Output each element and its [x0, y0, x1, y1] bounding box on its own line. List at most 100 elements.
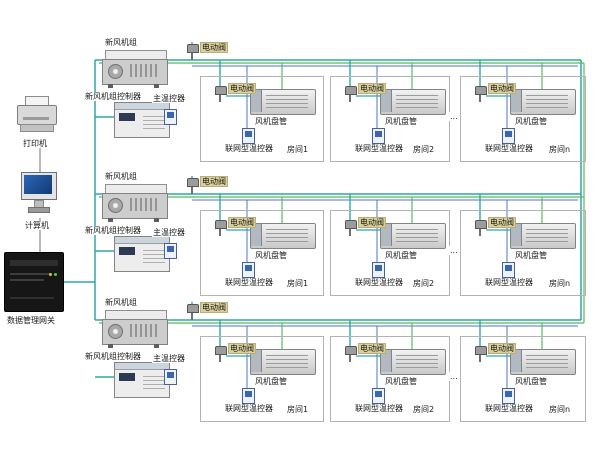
room-electric-valve-label: 电动阀	[228, 343, 256, 355]
monitor-screen	[24, 175, 52, 194]
cap-part	[381, 350, 392, 372]
room-electric-valve-icon	[474, 220, 487, 236]
disp-part	[119, 247, 135, 255]
band-part	[115, 237, 169, 244]
networked-thermostat-icon	[502, 388, 515, 404]
fan-coil-unit-icon	[510, 89, 576, 115]
room-electric-valve-label: 电动阀	[228, 217, 256, 229]
band-part	[115, 103, 169, 110]
room-box	[200, 210, 324, 296]
fan-part	[108, 324, 123, 339]
printer-icon	[17, 96, 57, 136]
room-name-label: 房间2	[412, 405, 436, 415]
room-name-label: 房间1	[286, 279, 310, 289]
room-name-label: 房间n	[548, 279, 572, 289]
fan-coil-unit-icon	[380, 349, 446, 375]
cap-part	[381, 90, 392, 112]
printer-label: 打印机	[22, 139, 48, 149]
slats-part	[526, 228, 568, 242]
room-electric-valve-icon	[344, 86, 357, 102]
head-part	[215, 346, 227, 355]
cap-part	[251, 350, 262, 372]
computer-label: 计算机	[24, 221, 50, 231]
room-box	[460, 210, 586, 296]
fan-coil-label: 风机盘管	[384, 117, 418, 127]
room-electric-valve-label: 电动阀	[358, 343, 386, 355]
master-thermostat-icon	[164, 243, 177, 259]
rooms-ellipsis: ...	[449, 112, 459, 122]
room-electric-valve-icon	[344, 220, 357, 236]
ahu-controller-label: 新风机组控制器	[84, 92, 142, 102]
slats-part	[396, 94, 438, 108]
rooms-ellipsis: ...	[449, 246, 459, 256]
cap-part	[511, 90, 522, 112]
fan-coil-label: 风机盘管	[514, 377, 548, 387]
fan-coil-label: 风机盘管	[254, 117, 288, 127]
head-part	[475, 220, 487, 229]
slats-part	[526, 354, 568, 368]
pipe-part	[349, 352, 351, 362]
gateway-led	[54, 273, 57, 276]
ahu-controller-label: 新风机组控制器	[84, 352, 142, 362]
leg2-part	[154, 84, 159, 88]
room-electric-valve-icon	[214, 220, 227, 236]
data-gateway-icon	[4, 252, 64, 312]
fan-coil-unit-icon	[380, 89, 446, 115]
vents-part	[130, 64, 160, 77]
fresh-air-unit-icon	[102, 50, 168, 92]
vents-part	[130, 324, 160, 337]
pipe-part	[479, 352, 481, 362]
room-electric-valve-label: 电动阀	[358, 217, 386, 229]
electric-valve-icon	[186, 304, 199, 320]
pipe-part	[349, 226, 351, 236]
fan-coil-label: 风机盘管	[384, 251, 418, 261]
fresh-air-unit-icon	[102, 184, 168, 226]
head-part	[187, 304, 199, 313]
cap-part	[251, 224, 262, 246]
room-name-label: 房间n	[548, 405, 572, 415]
networked-thermostat-icon	[372, 262, 385, 278]
room-electric-valve-icon	[214, 346, 227, 362]
pipe-part	[479, 226, 481, 236]
ahu-controller-icon	[114, 362, 170, 398]
room-box	[200, 336, 324, 422]
leg2-part	[154, 218, 159, 222]
vents-part	[130, 198, 160, 211]
room-box	[460, 336, 586, 422]
ahu-controller-label: 新风机组控制器	[84, 226, 142, 236]
cap-part	[511, 224, 522, 246]
rooms-ellipsis: ...	[449, 372, 459, 382]
head-part	[345, 86, 357, 95]
fan-part	[108, 198, 123, 213]
room-electric-valve-icon	[214, 86, 227, 102]
gateway-led	[49, 273, 52, 276]
networked-thermostat-label: 联网型温控器	[484, 144, 534, 154]
disp-part	[119, 373, 135, 381]
ahu-label: 新风机组	[104, 38, 138, 48]
room-electric-valve-label: 电动阀	[488, 83, 516, 95]
room-electric-valve-icon	[474, 346, 487, 362]
fan-part	[108, 64, 123, 79]
head-part	[187, 44, 199, 53]
master-thermostat-label: 主温控器	[152, 228, 186, 238]
slats-part	[526, 94, 568, 108]
networked-thermostat-label: 联网型温控器	[354, 144, 404, 154]
band-part	[115, 363, 169, 370]
head-part	[345, 346, 357, 355]
fan-coil-label: 风机盘管	[384, 377, 418, 387]
printer-base	[20, 124, 54, 132]
cap-part	[511, 350, 522, 372]
room-box	[200, 76, 324, 162]
networked-thermostat-label: 联网型温控器	[484, 404, 534, 414]
slats-part	[396, 228, 438, 242]
fan-coil-label: 风机盘管	[254, 377, 288, 387]
leg2-part	[154, 344, 159, 348]
leg1-part	[108, 218, 113, 222]
cap-part	[381, 224, 392, 246]
grille-part	[143, 373, 165, 389]
master-thermostat-label: 主温控器	[152, 94, 186, 104]
ahu-label: 新风机组	[104, 298, 138, 308]
networked-thermostat-label: 联网型温控器	[224, 278, 274, 288]
room-electric-valve-icon	[474, 86, 487, 102]
fan-coil-unit-icon	[510, 349, 576, 375]
